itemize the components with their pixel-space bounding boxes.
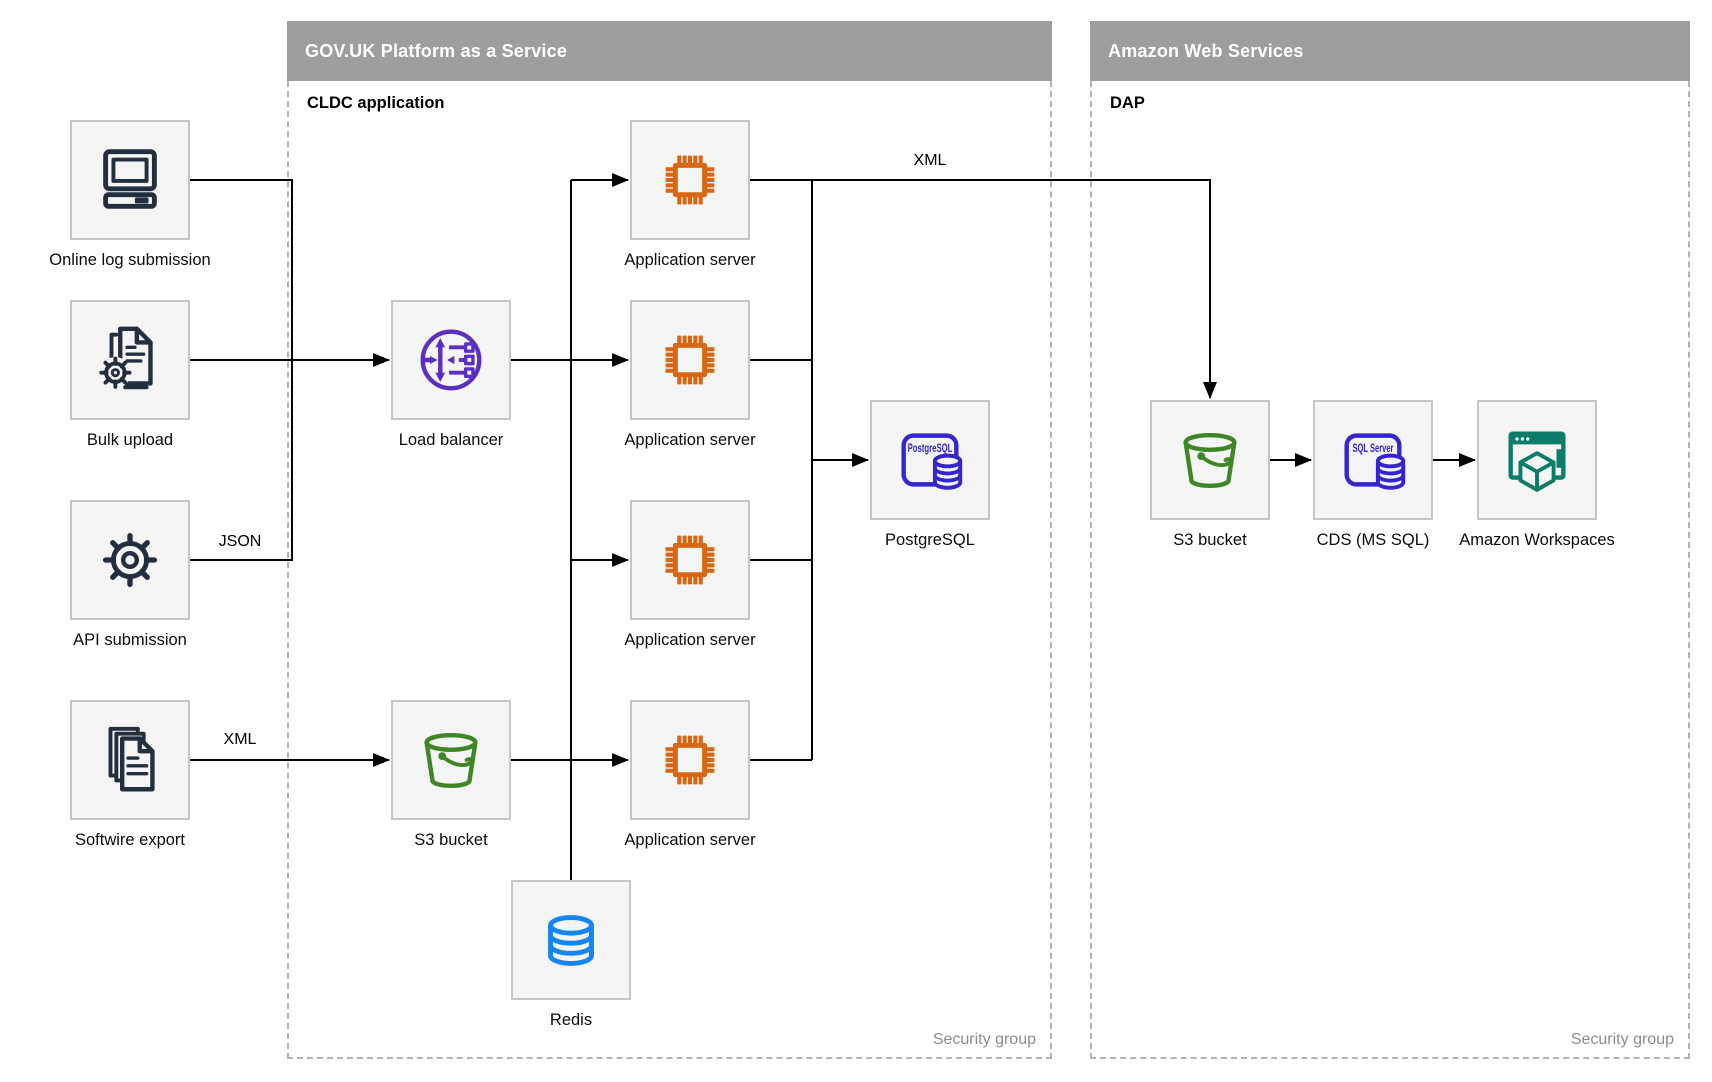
node-bulk-upload: Bulk upload	[70, 300, 190, 450]
edge-api-submission-join	[190, 360, 293, 561]
node-postgresql: PostgreSQL PostgreSQL	[870, 400, 990, 550]
chip-icon	[665, 335, 715, 385]
node-redis: Redis	[511, 880, 631, 1030]
node-application-server-3: Application server	[624, 500, 756, 650]
dap-label: DAP	[1110, 94, 1145, 112]
aws-header: Amazon Web Services	[1090, 21, 1690, 81]
node-amazon-workspaces: Amazon Workspaces	[1459, 400, 1615, 550]
online-log-box	[70, 120, 190, 240]
application-server-box	[630, 700, 750, 820]
govuk-paas-header: GOV.UK Platform as a Service	[287, 21, 1052, 81]
node-s3-bucket-paas: S3 bucket	[391, 700, 511, 850]
node-s3-bucket-aws: S3 bucket	[1150, 400, 1270, 550]
s3-bucket-box	[1150, 400, 1270, 520]
node-application-server-1: Application server	[624, 120, 756, 270]
document-gear-icon	[99, 326, 153, 390]
govuk-paas-group: GOV.UK Platform as a Service CLDC applic…	[287, 21, 1052, 1059]
s3-bucket-icon	[1183, 432, 1237, 489]
redis-cylinder-icon	[548, 915, 594, 966]
node-label: Load balancer	[398, 431, 504, 449]
edge-app1-xml-to-aws-s3	[750, 179, 1217, 399]
chip-icon	[665, 535, 715, 585]
sql-server-icon-text: SQL Server	[1353, 442, 1394, 455]
bulk-upload-box	[70, 300, 190, 420]
node-label: Application server	[624, 631, 756, 649]
postgresql-database-icon: PostgreSQL	[901, 433, 963, 490]
node-api-submission: API submission	[70, 500, 190, 650]
postgresql-icon-text: PostgreSQL	[908, 442, 953, 455]
node-application-server-2: Application server	[624, 300, 756, 450]
node-label: CDS (MS SQL)	[1316, 531, 1430, 549]
s3-bucket-box	[391, 700, 511, 820]
cldc-application-label: CLDC application	[307, 94, 445, 112]
node-label: Redis	[549, 1011, 593, 1029]
edge-online-log-join	[190, 179, 293, 360]
postgresql-box: PostgreSQL	[870, 400, 990, 520]
node-cds-ms-sql: SQL Server CDS (MS SQL)	[1313, 400, 1433, 550]
node-label: Application server	[624, 831, 756, 849]
load-balancer-icon	[420, 329, 482, 391]
node-online-log-submission: Online log submission	[49, 120, 211, 270]
documents-stack-icon	[108, 726, 155, 792]
node-label: S3 bucket	[1173, 531, 1247, 549]
chip-icon	[665, 735, 715, 785]
aws-security-group-label: Security group	[1570, 1031, 1674, 1048]
node-load-balancer: Load balancer	[391, 300, 511, 450]
workspaces-icon	[1508, 431, 1566, 492]
redis-box	[511, 880, 631, 1000]
gear-icon	[102, 532, 158, 588]
govuk-security-group-label: Security group	[932, 1031, 1036, 1048]
node-label: Softwire export	[74, 831, 186, 849]
aws-title: Amazon Web Services	[1108, 40, 1304, 61]
api-submission-box	[70, 500, 190, 620]
node-label: Amazon Workspaces	[1459, 531, 1615, 549]
edge-label-xml-app: XML	[910, 152, 950, 170]
node-label: Application server	[624, 431, 756, 449]
aws-group: Amazon Web Services DAP Security group	[1090, 21, 1690, 1059]
workspaces-box	[1477, 400, 1597, 520]
node-label: Online log submission	[49, 251, 211, 269]
cds-box: SQL Server	[1313, 400, 1433, 520]
application-server-box	[630, 300, 750, 420]
softwire-export-box	[70, 700, 190, 820]
chip-icon	[665, 155, 715, 205]
node-softwire-export: Softwire export	[70, 700, 190, 850]
sql-server-database-icon: SQL Server	[1344, 433, 1406, 490]
load-balancer-box	[391, 300, 511, 420]
computer-icon	[103, 149, 157, 209]
node-label: API submission	[73, 631, 187, 649]
application-server-box	[630, 120, 750, 240]
s3-bucket-icon	[424, 732, 478, 789]
node-application-server-4: Application server	[624, 700, 756, 850]
govuk-paas-title: GOV.UK Platform as a Service	[305, 40, 568, 61]
edge-label-xml-softwire: XML	[220, 731, 260, 749]
node-label: Bulk upload	[86, 431, 174, 449]
node-label: S3 bucket	[414, 831, 488, 849]
node-label: Application server	[624, 251, 756, 269]
node-label: PostgreSQL	[885, 531, 975, 549]
edge-label-json: JSON	[215, 533, 265, 551]
application-server-box	[630, 500, 750, 620]
